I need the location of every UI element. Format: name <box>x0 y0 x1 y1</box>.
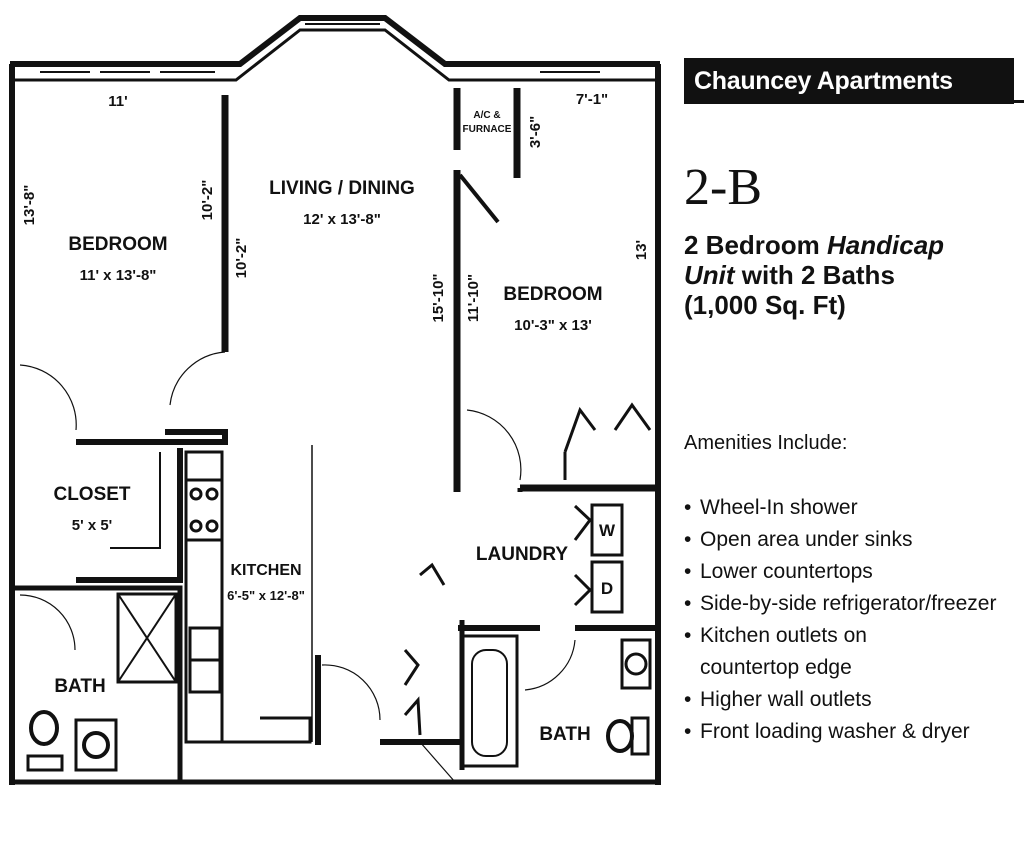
furnace-door <box>458 173 500 224</box>
window-marks <box>40 23 600 73</box>
dim-top-left: 11' <box>108 93 127 110</box>
amenities-list: Wheel-In shower Open area under sinks Lo… <box>684 492 1024 748</box>
dim-top-right: 7'-1" <box>576 91 608 108</box>
room-name-laundry: LAUNDRY <box>476 544 569 565</box>
door-swings <box>19 351 576 783</box>
shower <box>116 592 178 684</box>
vanity-left <box>74 718 118 772</box>
kitchen-counter-bottom <box>186 716 312 744</box>
wall-bath-left <box>12 585 183 780</box>
room-name-bath-left: BATH <box>54 676 105 697</box>
room-size-closet: 5' x 5' <box>72 517 113 534</box>
room-size-bedroom-right: 10'-3" x 13' <box>514 317 592 334</box>
amenities-heading: Amenities Include: <box>684 432 848 454</box>
room-name-bedroom-left: BEDROOM <box>68 234 167 255</box>
room-name-living: LIVING / DINING <box>269 178 415 199</box>
dim-right-a: 15'-10" <box>430 273 447 322</box>
bifold-doors <box>403 402 652 736</box>
amenity-item: Lower countertops <box>684 556 1024 588</box>
amenity-item: Side-by-side refrigerator/freezer <box>684 588 1024 620</box>
dim-left-side: 13'-8" <box>21 185 38 226</box>
stove <box>184 478 224 542</box>
toilet-right <box>606 719 634 753</box>
unit-number: 2-B <box>684 159 762 216</box>
washer <box>590 503 624 557</box>
desc-line1-italic: Handicap <box>827 230 945 260</box>
dim-right-side: 13' <box>633 240 650 260</box>
dryer <box>590 560 624 614</box>
building-name-banner: Chauncey Apartments <box>684 58 1014 104</box>
room-size-bedroom-left: 11' x 13'-8" <box>80 267 157 284</box>
furnace-label-2: FURNACE <box>463 124 512 135</box>
banner-underline <box>994 100 1024 103</box>
bathtub <box>460 634 519 768</box>
dim-furnace: 3'-6" <box>527 116 544 148</box>
room-name-kitchen: KITCHEN <box>230 562 301 579</box>
wall-closet-right <box>76 448 183 583</box>
room-name-bedroom-right: BEDROOM <box>503 284 602 305</box>
dim-mid-a: 10'-2" <box>199 180 216 221</box>
desc-line2-italic: Unit <box>684 260 735 290</box>
exterior-wall-top <box>10 15 660 67</box>
room-name-closet: CLOSET <box>53 484 130 505</box>
room-name-bath-right: BATH <box>539 724 590 745</box>
vanity-right <box>620 638 652 690</box>
furnace-label-1: A/C & <box>473 110 500 121</box>
wall-furnace <box>453 88 521 178</box>
room-size-kitchen: 6'-5" x 12'-8" <box>227 588 305 603</box>
room-size-living: 12' x 13'-8" <box>303 211 381 228</box>
washer-label: W <box>599 521 616 540</box>
dim-mid-b: 10'-2" <box>233 238 250 279</box>
dim-right-b: 11'-10" <box>465 274 482 322</box>
amenity-item: Front loading washer & dryer <box>684 716 1024 748</box>
amenity-item: Higher wall outlets <box>684 684 1024 716</box>
desc-line2-plain: with 2 Baths <box>734 260 895 290</box>
unit-description: 2 Bedroom Handicap Unit with 2 Baths (1,… <box>684 230 1024 320</box>
closet-shelf <box>110 452 161 549</box>
amenity-item-continued: countertop edge <box>700 656 852 679</box>
amenity-item: Wheel-In shower <box>684 492 1024 524</box>
dryer-label: D <box>601 579 613 598</box>
floor-plan: BEDROOM 11' x 13'-8" LIVING / DINING 12'… <box>9 15 661 785</box>
wall-closet-top <box>76 429 228 445</box>
amenity-item: Kitchen outlets on <box>684 620 1024 652</box>
desc-line3: (1,000 Sq. Ft) <box>684 290 846 320</box>
desc-line1-plain: 2 Bedroom <box>684 230 828 260</box>
amenity-item: Open area under sinks <box>684 524 1024 556</box>
exterior-wall-top-inner <box>14 28 656 82</box>
toilet-left <box>29 710 59 746</box>
